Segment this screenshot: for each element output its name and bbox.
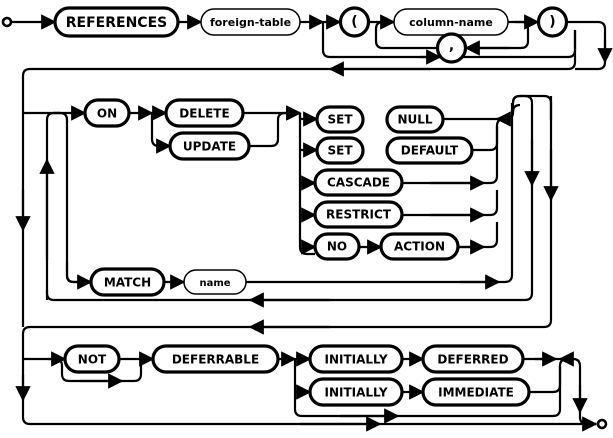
node-initially-1-box	[308, 344, 404, 374]
node-deferrable[interactable]: DEFERRABLE	[151, 344, 280, 374]
node-action-label: ACTION	[394, 240, 445, 254]
node-set-default-box	[315, 136, 365, 165]
row1-tracks	[1, 14, 613, 100]
node-foreign-table-box	[200, 8, 301, 36]
node-delete-label: DELETE	[179, 107, 229, 121]
node-references[interactable]: REFERENCES	[53, 6, 180, 38]
node-default[interactable]: DEFAULT	[385, 136, 474, 165]
node-lparen-box	[338, 6, 371, 38]
node-deferred[interactable]: DEFERRED	[421, 344, 525, 374]
node-set-default-label: SET	[327, 144, 353, 158]
node-column-name[interactable]: column-name	[393, 8, 509, 36]
node-restrict[interactable]: RESTRICT	[313, 200, 404, 229]
node-null-box	[385, 105, 445, 134]
node-update-box	[168, 131, 251, 161]
node-comma-label: ,	[449, 38, 454, 54]
node-delete[interactable]: DELETE	[164, 98, 245, 128]
node-foreign-table[interactable]: foreign-table	[200, 8, 301, 36]
node-deferrable-label: DEFERRABLE	[172, 353, 259, 367]
node-not-label: NOT	[78, 353, 107, 367]
node-deferrable-box	[151, 344, 280, 374]
node-action-box	[379, 232, 460, 261]
node-rparen[interactable]: )	[536, 6, 569, 38]
start-endpoint-icon	[1, 16, 13, 28]
node-restrict-label: RESTRICT	[326, 208, 392, 222]
node-action[interactable]: ACTION	[379, 232, 460, 261]
node-no-box	[313, 232, 361, 261]
node-match-label: MATCH	[104, 276, 151, 290]
node-column-name-label: column-name	[409, 16, 493, 29]
node-set-null[interactable]: SET	[315, 105, 365, 134]
node-comma-box	[435, 32, 468, 64]
node-immediate-label: IMMEDIATE	[438, 386, 514, 400]
node-rparen-box	[536, 6, 569, 38]
node-initially-2-label: INITIALLY	[324, 386, 387, 400]
node-rparen-label: )	[549, 14, 555, 30]
node-initially-immediate[interactable]: INITIALLY	[308, 377, 404, 407]
row2-tracks	[15, 94, 559, 346]
node-cascade-label: CASCADE	[327, 176, 390, 190]
node-on[interactable]: ON	[83, 98, 131, 128]
node-match[interactable]: MATCH	[89, 267, 166, 297]
node-on-box	[83, 98, 131, 128]
node-not-box	[63, 344, 121, 374]
node-delete-box	[164, 98, 245, 128]
node-deferred-box	[421, 344, 525, 374]
node-restrict-box	[313, 200, 404, 229]
node-comma[interactable]: ,	[435, 32, 468, 64]
node-initially-2-box	[308, 377, 404, 407]
node-foreign-table-label: foreign-table	[210, 16, 291, 29]
node-deferred-label: DEFERRED	[437, 353, 508, 367]
node-set-null-box	[315, 105, 365, 134]
node-update-label: UPDATE	[183, 140, 236, 154]
node-on-label: ON	[97, 107, 117, 121]
node-initially-1-label: INITIALLY	[324, 353, 387, 367]
node-default-label: DEFAULT	[401, 144, 459, 158]
node-initially-deferred[interactable]: INITIALLY	[308, 344, 404, 374]
node-immediate[interactable]: IMMEDIATE	[421, 377, 531, 407]
row3-tracks	[15, 346, 608, 432]
node-references-label: REFERENCES	[66, 15, 167, 31]
end-endpoint-icon	[596, 418, 608, 430]
node-no[interactable]: NO	[313, 232, 361, 261]
node-name[interactable]: name	[183, 269, 247, 295]
node-set-null-label: SET	[327, 113, 353, 127]
node-match-box	[89, 267, 166, 297]
node-null[interactable]: NULL	[385, 105, 445, 134]
node-lparen-label: (	[351, 14, 357, 30]
node-not[interactable]: NOT	[63, 344, 121, 374]
node-null-label: NULL	[397, 113, 432, 127]
node-cascade[interactable]: CASCADE	[313, 168, 404, 197]
node-immediate-box	[421, 377, 531, 407]
node-name-box	[183, 269, 247, 295]
node-cascade-box	[313, 168, 404, 197]
node-no-label: NO	[327, 240, 347, 254]
node-set-default[interactable]: SET	[315, 136, 365, 165]
node-lparen[interactable]: (	[338, 6, 371, 38]
node-default-box	[385, 136, 474, 165]
node-references-box	[53, 6, 180, 38]
node-update[interactable]: UPDATE	[168, 131, 251, 161]
node-name-label: name	[199, 278, 230, 289]
